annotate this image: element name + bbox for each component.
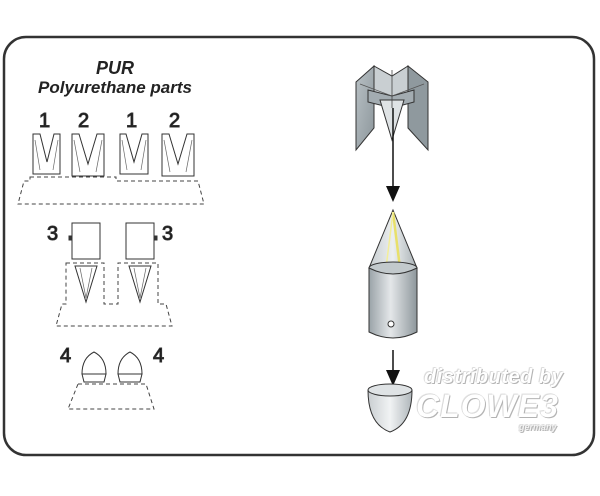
parts-row-3: 4 4 (60, 345, 165, 410)
watermark-brand: CLOWE3 (416, 388, 559, 424)
part-label-3b: 3 (162, 223, 173, 245)
title-pur: PUR (95, 58, 134, 78)
assembly-arrow-1 (386, 108, 400, 202)
watermark-distributed-by: distributed by (424, 366, 564, 388)
part-2b (161, 133, 195, 177)
casting-block-row-2 (55, 262, 173, 327)
spinner-cap-part (367, 383, 413, 433)
part-label-2b: 2 (169, 110, 180, 132)
title-polyurethane-parts: Polyurethane parts (38, 78, 192, 97)
part-label-3a: 3 (47, 223, 58, 245)
part-label-4a: 4 (60, 345, 71, 367)
part-3b (125, 222, 158, 304)
part-1a (32, 133, 61, 175)
part-label-4b: 4 (153, 345, 164, 367)
part-2a (71, 133, 105, 177)
nose-cylinder-part (368, 208, 418, 339)
part-1b (119, 133, 149, 175)
parts-row-2: 3 3 (47, 222, 174, 327)
part-4b (117, 351, 143, 383)
watermark-country: germany (519, 422, 557, 432)
fin-cross-part (355, 64, 429, 152)
part-4a (81, 351, 107, 383)
part-label-2a: 2 (78, 110, 89, 132)
part-3a (68, 222, 101, 304)
part-label-1b: 1 (126, 110, 137, 132)
casting-block-row-3 (67, 383, 155, 410)
outer-border (2, 35, 596, 457)
part-label-1a: 1 (39, 110, 50, 132)
assembly-arrow-2 (386, 350, 400, 386)
parts-row-1: 1 2 1 2 (17, 110, 205, 205)
casting-block-row-1 (17, 176, 205, 205)
